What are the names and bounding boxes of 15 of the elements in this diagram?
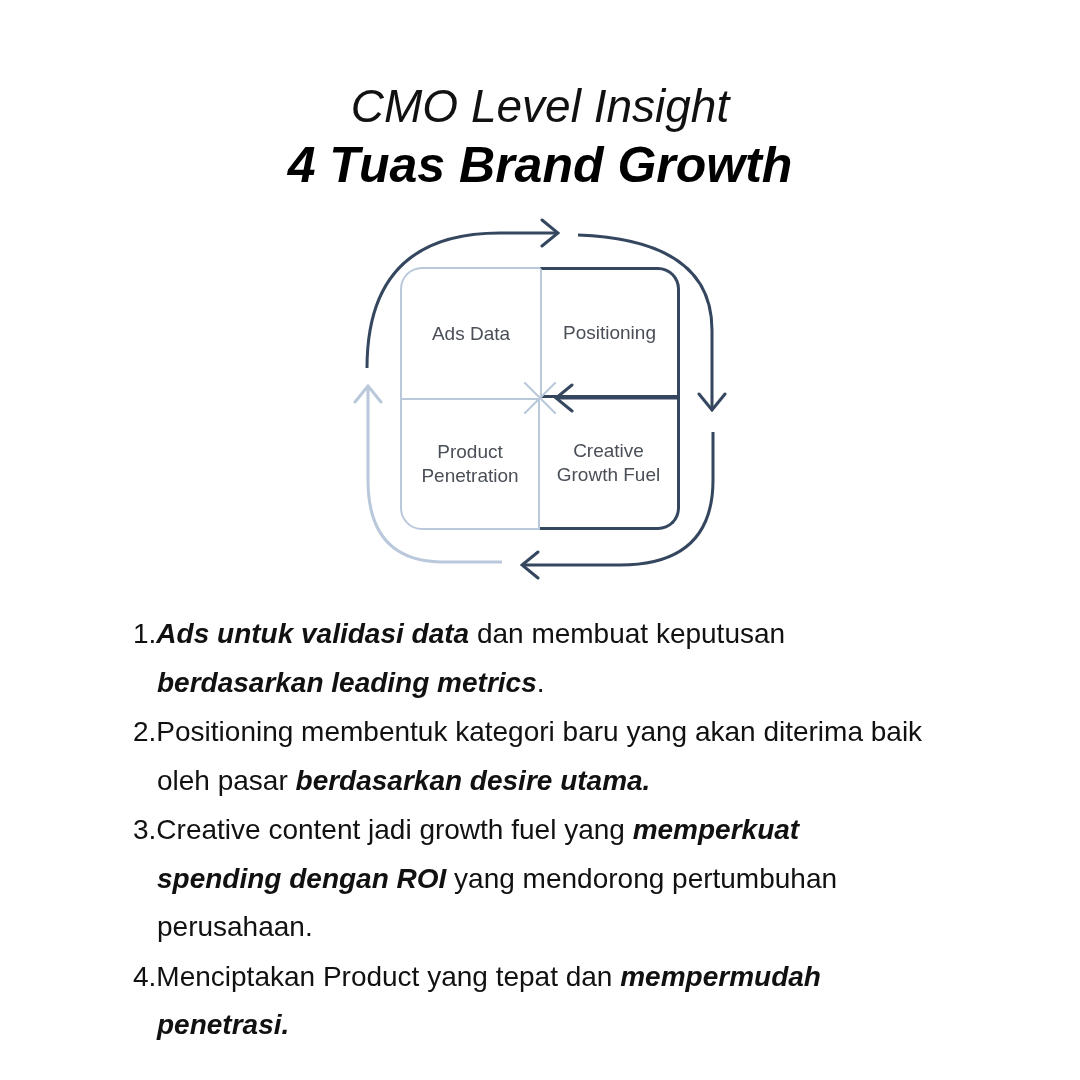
quadrant-box (540, 267, 680, 398)
list-item: 3.Creative content jadi growth fuel yang memperkuat spending dengan ROI yang mendorong pertumbuhan perusahaan. (133, 813, 839, 944)
quadrant-label: Ads Data (430, 321, 512, 346)
quadrant-box (400, 267, 540, 398)
arrow (554, 383, 678, 413)
cross-mark (524, 382, 556, 414)
list-item: 1.Ads untuk validasi data dan membuat keputusan berdasarkan leading metrics. (133, 617, 787, 700)
quadrant-label: Creative Growth Fuel (555, 438, 662, 487)
quadrant-box (540, 398, 680, 530)
title: CMO Level Insight 4 Tuas Brand Growth (287, 79, 793, 195)
list-item: 2.Positioning membentuk kategori baru yang akan diterima baik oleh pasar berdasarkan desire utama. (133, 715, 923, 798)
quadrant-label: Product Penetration (420, 440, 520, 488)
quadrant-box (400, 398, 540, 530)
quadrant-label: Positioning (562, 320, 657, 345)
list-item: 4.Menciptakan Product yang tepat dan mempermudah penetrasi. (133, 959, 822, 1042)
